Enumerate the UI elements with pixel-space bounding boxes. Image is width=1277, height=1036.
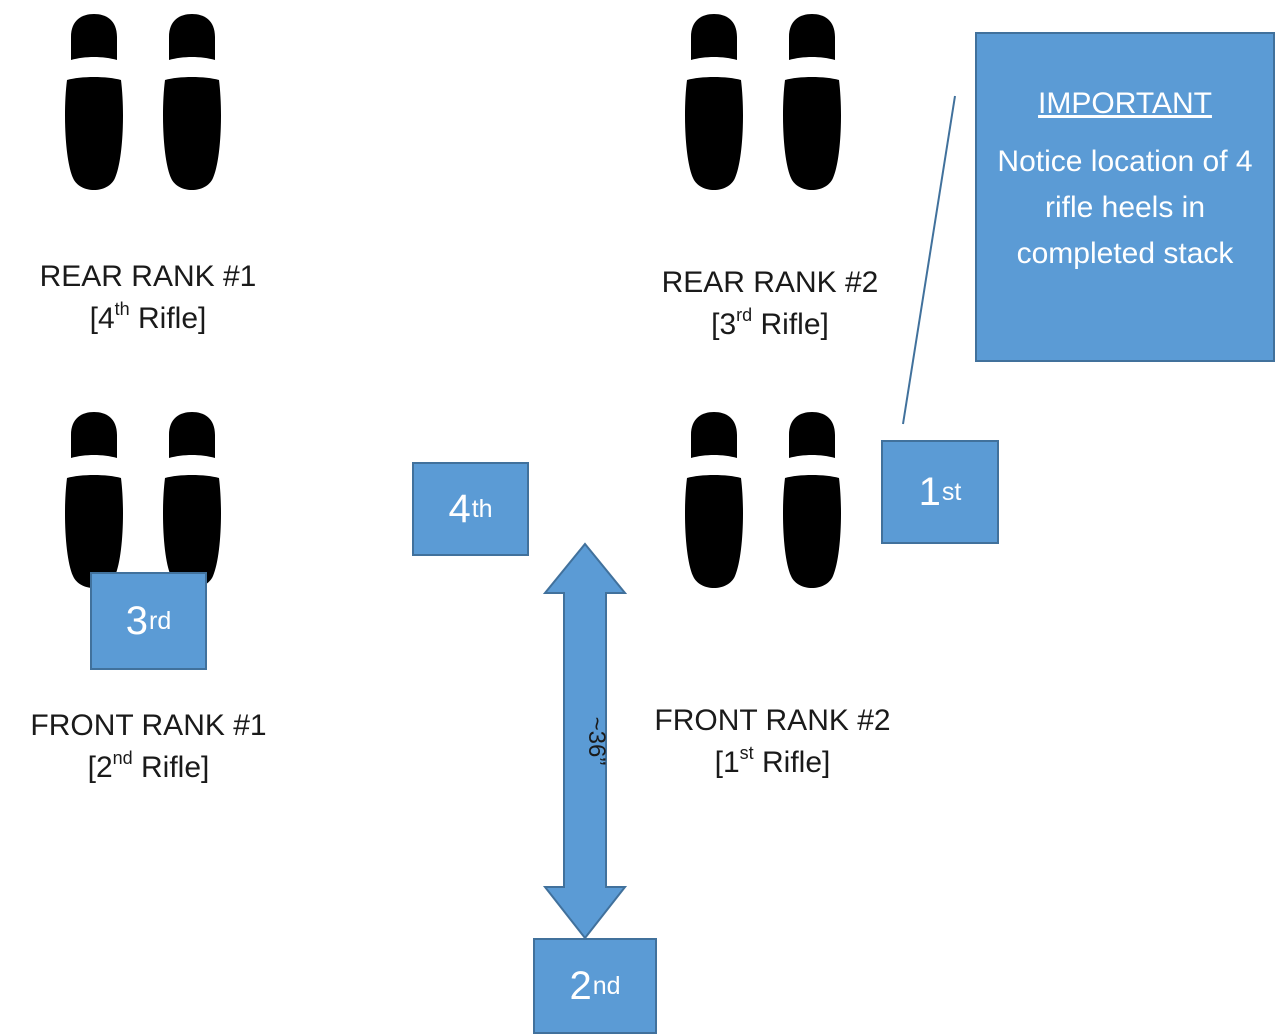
shoeprints-front-rank-1 <box>65 412 221 588</box>
left-shoe-icon <box>65 14 123 190</box>
right-shoe-icon <box>783 14 841 190</box>
left-shoe-icon <box>685 14 743 190</box>
label-front-rank-2: FRONT RANK #2 [1st Rifle] <box>630 700 915 784</box>
rank-name: FRONT RANK #2 <box>654 704 891 737</box>
right-shoe-icon <box>163 412 221 588</box>
rifle-order: [4th Rifle] <box>89 299 207 335</box>
right-shoe-icon <box>783 412 841 588</box>
rifle-order: [2nd Rifle] <box>87 748 210 784</box>
shoeprints-rear-rank-2 <box>685 14 841 190</box>
rank-name: REAR RANK #2 <box>661 266 879 299</box>
label-front-rank-1: FRONT RANK #1 [2nd Rifle] <box>6 705 291 789</box>
left-shoe-icon <box>685 412 743 588</box>
right-shoe-icon <box>163 14 221 190</box>
shoeprints-rear-rank-1 <box>65 14 221 190</box>
label-rear-rank-2: REAR RANK #2 [3rd Rifle] <box>630 262 910 346</box>
shoeprints-front-rank-2 <box>685 412 841 588</box>
callout-body: Notice location of 4 rifle heels in comp… <box>997 145 1253 270</box>
rank-name: FRONT RANK #1 <box>30 709 267 742</box>
left-shoe-icon <box>65 412 123 588</box>
rifle-order: [3rd Rifle] <box>711 305 829 341</box>
rank-name: REAR RANK #1 <box>39 260 257 293</box>
label-rear-rank-1: REAR RANK #1 [4th Rifle] <box>8 256 288 340</box>
callout-title: IMPORTANT <box>1038 87 1212 120</box>
callout-connector-line <box>902 95 956 425</box>
important-callout: IMPORTANT Notice location of 4 rifle hee… <box>975 32 1275 362</box>
rifle-order: [1st Rifle] <box>714 743 831 779</box>
distance-label: ~36” <box>583 716 610 766</box>
